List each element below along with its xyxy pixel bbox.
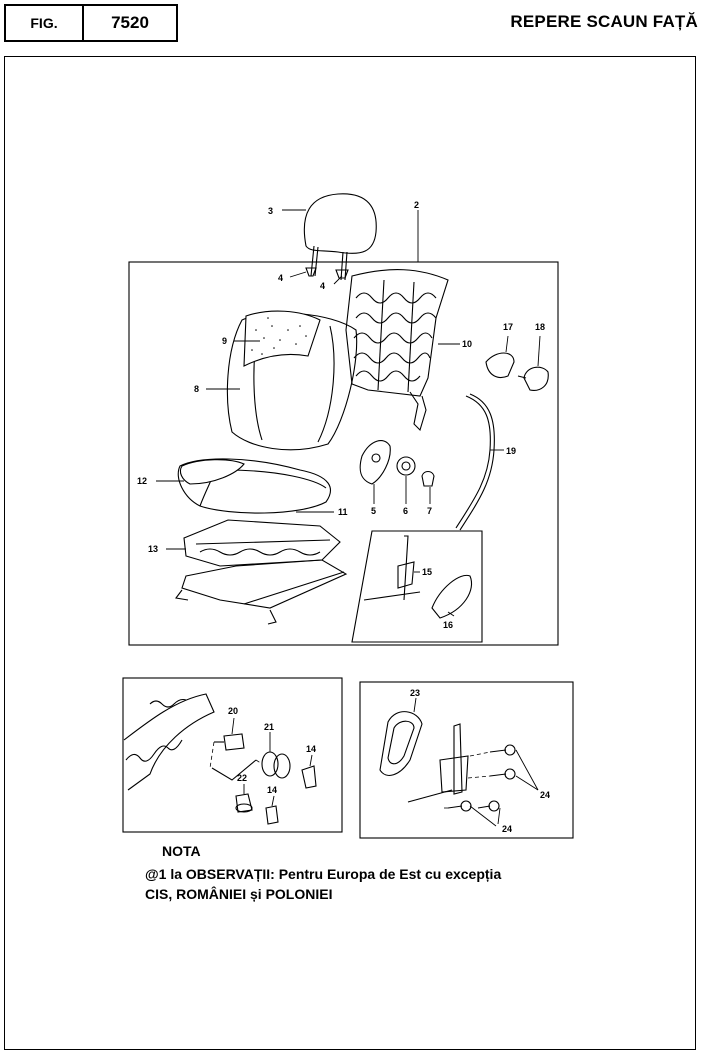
recliner-cover-part [359, 440, 391, 485]
inset-panel [351, 530, 483, 643]
seat-frame-part [175, 519, 348, 625]
page-title: REPERE SCAUN FAȚĂ [510, 12, 698, 31]
callout-24a: 24 [540, 790, 550, 800]
callout-14a: 14 [306, 744, 316, 754]
backrest-frame-part [345, 269, 449, 432]
callout-15: 15 [422, 567, 432, 577]
recliner-mechanism-part [363, 535, 421, 601]
callout-4b: 4 [320, 281, 325, 291]
callout-11: 11 [338, 507, 348, 517]
rod-part [455, 393, 495, 531]
callout-3: 3 [268, 206, 273, 216]
callout-8: 8 [194, 384, 199, 394]
callout-10: 10 [462, 339, 472, 349]
diagram-frame [4, 56, 696, 1050]
dashed-guides [209, 741, 491, 809]
note-title: NOTA [162, 843, 201, 859]
callout-23: 23 [410, 688, 420, 698]
bolt-part [447, 744, 516, 812]
callout-21: 21 [264, 722, 274, 732]
knob-part [396, 456, 416, 476]
callout-12: 12 [137, 476, 147, 486]
callout-6: 6 [403, 506, 408, 516]
backrest-cover-part [226, 310, 358, 451]
hinge-assembly-part [407, 723, 469, 803]
callout-19: 19 [506, 446, 516, 456]
headrest-part [303, 193, 377, 281]
callout-4a: 4 [278, 273, 283, 283]
detail-panel-right [359, 681, 574, 839]
seat-cushion-part [177, 458, 331, 514]
callout-9: 9 [222, 336, 227, 346]
leader-lines [156, 209, 541, 827]
callout-17: 17 [503, 322, 513, 332]
detail-panel-left [122, 677, 343, 833]
handle-part [485, 352, 515, 379]
callout-2: 2 [414, 200, 419, 210]
handle-knob-part [517, 366, 549, 391]
note-line-1: @1 la OBSERVAȚII: Pentru Europa de Est c… [145, 866, 502, 882]
adjuster-knob-part [261, 751, 291, 779]
callout-16: 16 [443, 620, 453, 630]
recliner-bracket-part [379, 711, 423, 776]
clip-part-upper [301, 765, 317, 789]
adjuster-shaft-part [214, 733, 245, 751]
callout-20: 20 [228, 706, 238, 716]
recliner-cover-outer-part [431, 574, 472, 619]
callout-5: 5 [371, 506, 376, 516]
clip-part-lower [265, 805, 279, 825]
bushing-part [235, 793, 253, 813]
cap-part [421, 470, 435, 487]
figure-number: 7520 [82, 4, 178, 42]
callout-22: 22 [237, 773, 247, 783]
callout-18: 18 [535, 322, 545, 332]
note-line-2: CIS, ROMÂNIEI și POLONIEI [145, 886, 333, 902]
callout-24b: 24 [502, 824, 512, 834]
callout-13: 13 [148, 544, 158, 554]
callout-7: 7 [427, 506, 432, 516]
leader-path [211, 759, 257, 781]
callout-14b: 14 [267, 785, 277, 795]
main-panel [128, 261, 559, 646]
lumbar-mechanism-detail [123, 693, 215, 791]
